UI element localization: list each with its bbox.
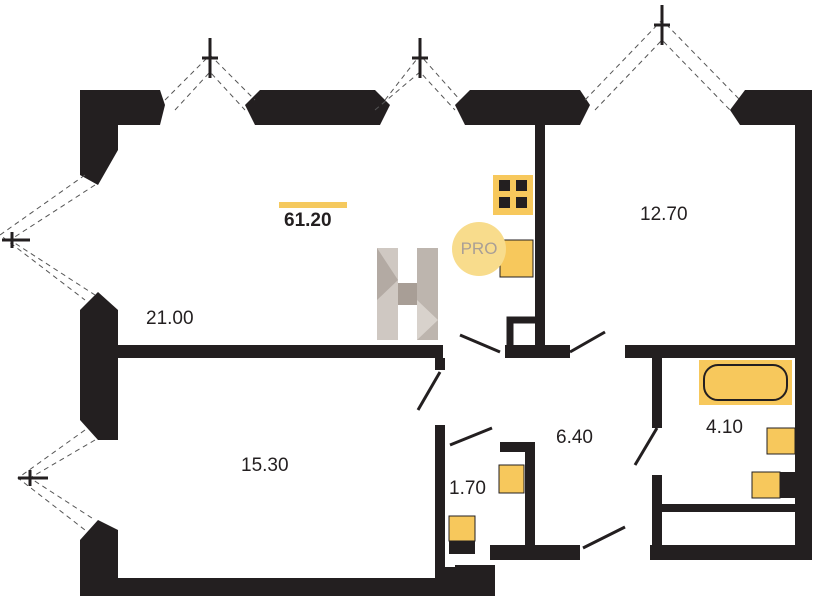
sink-icon — [498, 464, 525, 494]
doors — [416, 330, 659, 550]
room-area-living: 21.00 — [146, 308, 194, 329]
wall — [525, 442, 535, 557]
walls — [80, 90, 812, 596]
room-area-bedroom-left: 15.30 — [241, 455, 289, 476]
room-area-hall: 6.40 — [556, 427, 593, 448]
room-area-wc: 1.70 — [449, 478, 486, 499]
room-area-bedroom-right: 12.70 — [640, 204, 688, 225]
wall — [440, 565, 495, 596]
wall — [80, 292, 118, 440]
wall — [500, 442, 535, 452]
pro-watermark: PRO — [452, 222, 506, 276]
wall — [435, 358, 445, 370]
toilet-icon — [448, 515, 476, 542]
total-area-bar — [279, 202, 347, 208]
wall — [652, 475, 662, 555]
wall — [505, 345, 570, 358]
wall — [80, 520, 118, 580]
total-area: 61.20 — [284, 210, 332, 231]
wall — [368, 345, 443, 358]
bathtub-icon — [699, 360, 792, 405]
wall — [535, 125, 545, 350]
wall — [730, 90, 812, 560]
fixtures — [448, 175, 796, 554]
wall — [625, 345, 812, 358]
watermark-logo — [377, 248, 438, 340]
wall — [80, 578, 442, 596]
toilet-icon — [751, 471, 781, 499]
wall — [650, 545, 812, 560]
wall — [652, 358, 662, 428]
wall — [662, 504, 795, 512]
window-mullions — [2, 5, 670, 486]
wall — [455, 90, 590, 125]
wall — [245, 90, 390, 125]
sink-icon — [766, 427, 796, 455]
wall — [435, 425, 445, 580]
wall — [80, 90, 165, 185]
room-area-bathroom: 4.10 — [706, 417, 743, 438]
wall — [118, 345, 368, 358]
